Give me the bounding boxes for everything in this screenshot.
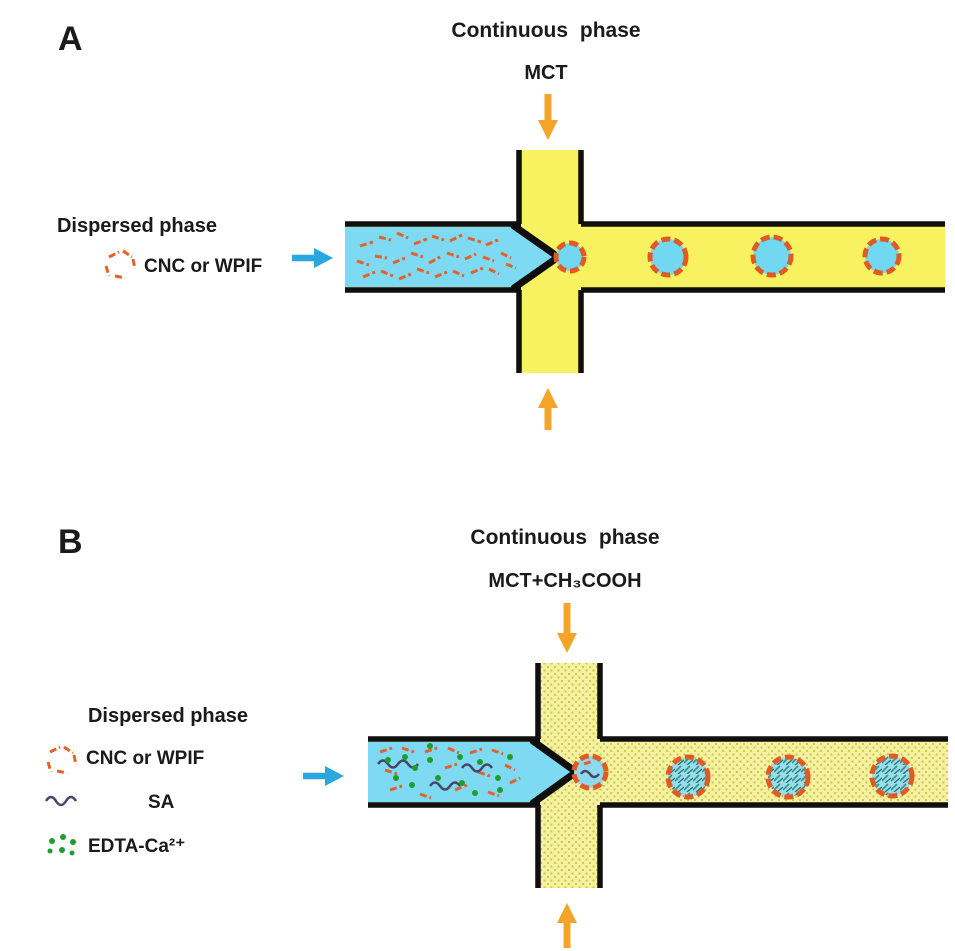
droplet-a-2 (647, 236, 689, 278)
legend-b-sa-label: SA (148, 792, 175, 813)
cnc-particles-a (356, 231, 517, 281)
panel-b-label: B (58, 523, 83, 561)
legend-b-cnc-label: CNC or WPIF (86, 748, 204, 769)
right-arrow-icon-b (303, 766, 344, 786)
dispersed-phase-title-b: Dispersed phase (88, 705, 248, 727)
sa-particles-b (376, 759, 494, 791)
sa-squiggle-icon (44, 795, 78, 807)
cnc-particles-b (379, 746, 521, 800)
gel-droplet-b-2 (665, 754, 711, 800)
continuous-phase-name-b: MCT+CH₃COOH (488, 570, 641, 592)
junction-a (345, 150, 945, 373)
down-arrow-icon-b (557, 603, 577, 653)
panel-a: A Continuous phase MCT (57, 19, 945, 430)
cnc-rods-icon (104, 249, 137, 280)
continuous-phase-title-a: Continuous phase (451, 19, 640, 42)
panel-b: B Continuous phase MCT+CH₃COOH (44, 523, 948, 948)
gel-droplet-b-4 (869, 753, 915, 799)
down-arrow-icon-a (538, 94, 558, 140)
up-arrow-icon-b (557, 903, 577, 948)
up-arrow-icon-a (538, 388, 558, 430)
panel-a-label: A (58, 20, 83, 58)
junction-b (368, 663, 948, 888)
droplet-b-1 (571, 753, 609, 791)
droplet-a-1 (553, 240, 587, 274)
dispersed-phase-title-a: Dispersed phase (57, 215, 217, 237)
droplet-a-4 (862, 236, 902, 276)
edta-particles-b (385, 743, 513, 796)
continuous-phase-title-b: Continuous phase (470, 526, 659, 549)
right-arrow-icon-a (292, 248, 333, 268)
continuous-phase-name-a: MCT (524, 62, 567, 84)
legend-a-cnc-label: CNC or WPIF (144, 256, 262, 277)
legend-b-edta-label: EDTA-Ca²⁺ (88, 836, 185, 857)
cnc-rods-icon (46, 745, 78, 775)
droplet-a-3 (750, 234, 794, 278)
dispersed-stream-a (345, 227, 554, 287)
channel-walls-a (345, 150, 945, 373)
gel-droplet-b-3 (765, 754, 811, 800)
dispersed-stream-b (368, 742, 572, 802)
channel-walls-b (368, 663, 948, 888)
edta-dots-icon (47, 834, 76, 856)
